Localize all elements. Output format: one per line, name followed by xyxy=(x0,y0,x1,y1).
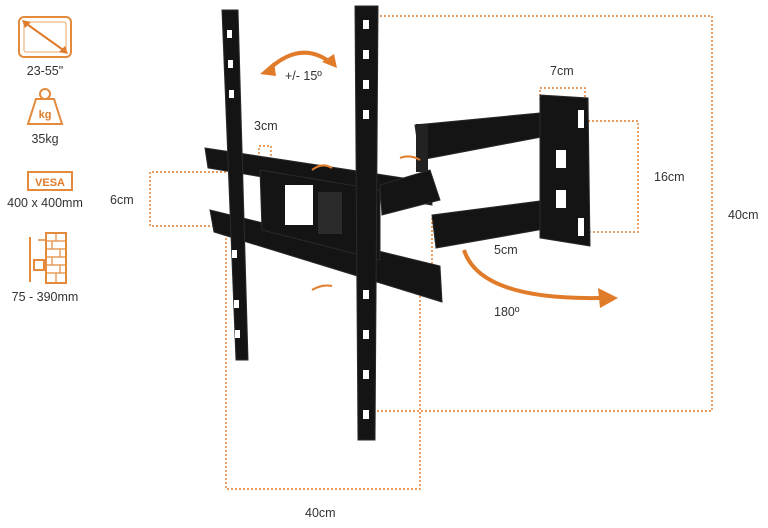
plate-height-dimension xyxy=(588,120,639,233)
wall-distance-label: 75 - 390mm xyxy=(12,290,79,304)
overall-height-label: 40cm xyxy=(728,208,759,222)
plate-width-label: 7cm xyxy=(550,64,574,78)
overall-width-label: 40cm xyxy=(305,506,336,520)
overall-width-dimension xyxy=(225,226,421,490)
tilt-arrow-icon xyxy=(266,50,332,72)
wall-mount xyxy=(204,5,591,441)
overall-height-dimension xyxy=(372,15,713,412)
weight-icon-text: kg xyxy=(39,109,52,121)
weight-label: 35kg xyxy=(31,132,58,146)
vesa-icon-text: VESA xyxy=(35,177,65,189)
upper-arm xyxy=(414,111,553,161)
lower-arm xyxy=(431,199,551,249)
plate-height-label: 16cm xyxy=(654,170,685,184)
rail-height-dimension xyxy=(149,171,230,227)
vesa-label: 400 x 400mm xyxy=(7,196,83,210)
rotation-arrow-icons xyxy=(311,155,421,291)
arm-offset-label: 5cm xyxy=(494,243,518,257)
weight-icon: kg xyxy=(26,88,64,125)
tilt-label: +/- 15º xyxy=(285,69,322,83)
left-vertical-bar xyxy=(221,9,249,361)
wall-distance-icon xyxy=(29,232,67,284)
arm-joint xyxy=(379,169,441,216)
right-vertical-bar xyxy=(354,5,379,441)
rail-height-label: 6cm xyxy=(110,193,134,207)
vesa-icon: VESA xyxy=(27,171,73,191)
rail-gap-label: 3cm xyxy=(254,119,278,133)
plate-width-dimension xyxy=(539,87,586,100)
swivel-arrow-icon xyxy=(462,249,601,301)
wall-plate xyxy=(539,94,591,247)
screen-size-label: 23-55" xyxy=(27,64,63,78)
screen-size-icon xyxy=(18,16,72,58)
swivel-label: 180º xyxy=(494,305,520,319)
